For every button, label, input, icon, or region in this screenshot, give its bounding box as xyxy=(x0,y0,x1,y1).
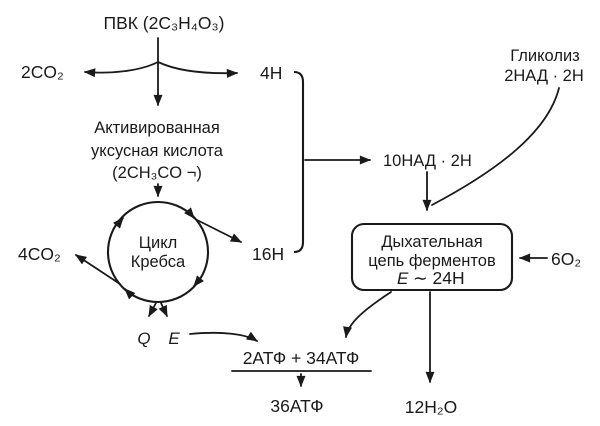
cycle-arrowhead-upper-right xyxy=(184,207,195,219)
cycle-arrowhead-lower-right xyxy=(193,275,204,287)
acetic-acid-line2: уксусная кислота xyxy=(91,142,224,160)
e-to-atp-curve xyxy=(189,331,258,342)
co2-from-krebs-label: 4CO₂ xyxy=(18,244,61,264)
chain-label-line1: Дыхательная xyxy=(381,233,482,251)
h-from-krebs-label: 16H xyxy=(252,244,284,264)
cycle-arrowhead-upper-left xyxy=(113,217,124,229)
respiratory-chain-box xyxy=(350,222,514,292)
acetic-acid-formula: (2CH₃CO ¬) xyxy=(112,164,202,182)
krebs-label-line1: Цикл xyxy=(139,234,177,252)
chain-energy-label: ∼ 24H xyxy=(413,268,465,288)
atp-total-label: 36АТФ xyxy=(270,396,323,416)
krebs-to-q-arrow xyxy=(148,302,158,317)
pvk-label: ПВК (2C₃H₄O₃) xyxy=(104,13,225,33)
glycolysis-nad-label: 2НАД · 2Н xyxy=(504,67,584,85)
heat-q-label: Q xyxy=(137,329,150,348)
krebs-to-16h-arrow xyxy=(196,219,243,243)
oxygen-label: 6O₂ xyxy=(551,249,581,269)
hydrogen-bracket xyxy=(293,70,305,254)
chain-to-atp-curve xyxy=(343,291,392,339)
nad-total-label: 10НАД · 2Н xyxy=(383,152,472,170)
krebs-cycle-circle xyxy=(106,200,210,304)
acetic-acid-line1: Активированная xyxy=(94,119,220,137)
glycolysis-curve xyxy=(431,87,560,206)
co2-from-pvk-label: 2CO₂ xyxy=(21,62,64,82)
krebs-to-e-arrow xyxy=(158,302,168,318)
fork-left-arrow xyxy=(83,61,159,78)
water-label: 12H₂O xyxy=(405,397,458,417)
h-from-pvk-label: 4H xyxy=(260,63,282,83)
chain-label-line2: цепь ферментов xyxy=(368,252,496,270)
glycolysis-label: Гликолиз xyxy=(510,47,579,65)
fork-right-arrow xyxy=(157,61,239,78)
atp-sum-label: 2АТФ + 34АТФ xyxy=(243,348,360,368)
energy-e-label: E xyxy=(168,329,180,348)
cycle-arrowhead-lower-left xyxy=(124,288,136,300)
chain-e-label: E xyxy=(397,269,409,288)
krebs-to-4co2-arrow xyxy=(75,254,121,285)
krebs-label-line2: Кребса xyxy=(131,253,186,271)
